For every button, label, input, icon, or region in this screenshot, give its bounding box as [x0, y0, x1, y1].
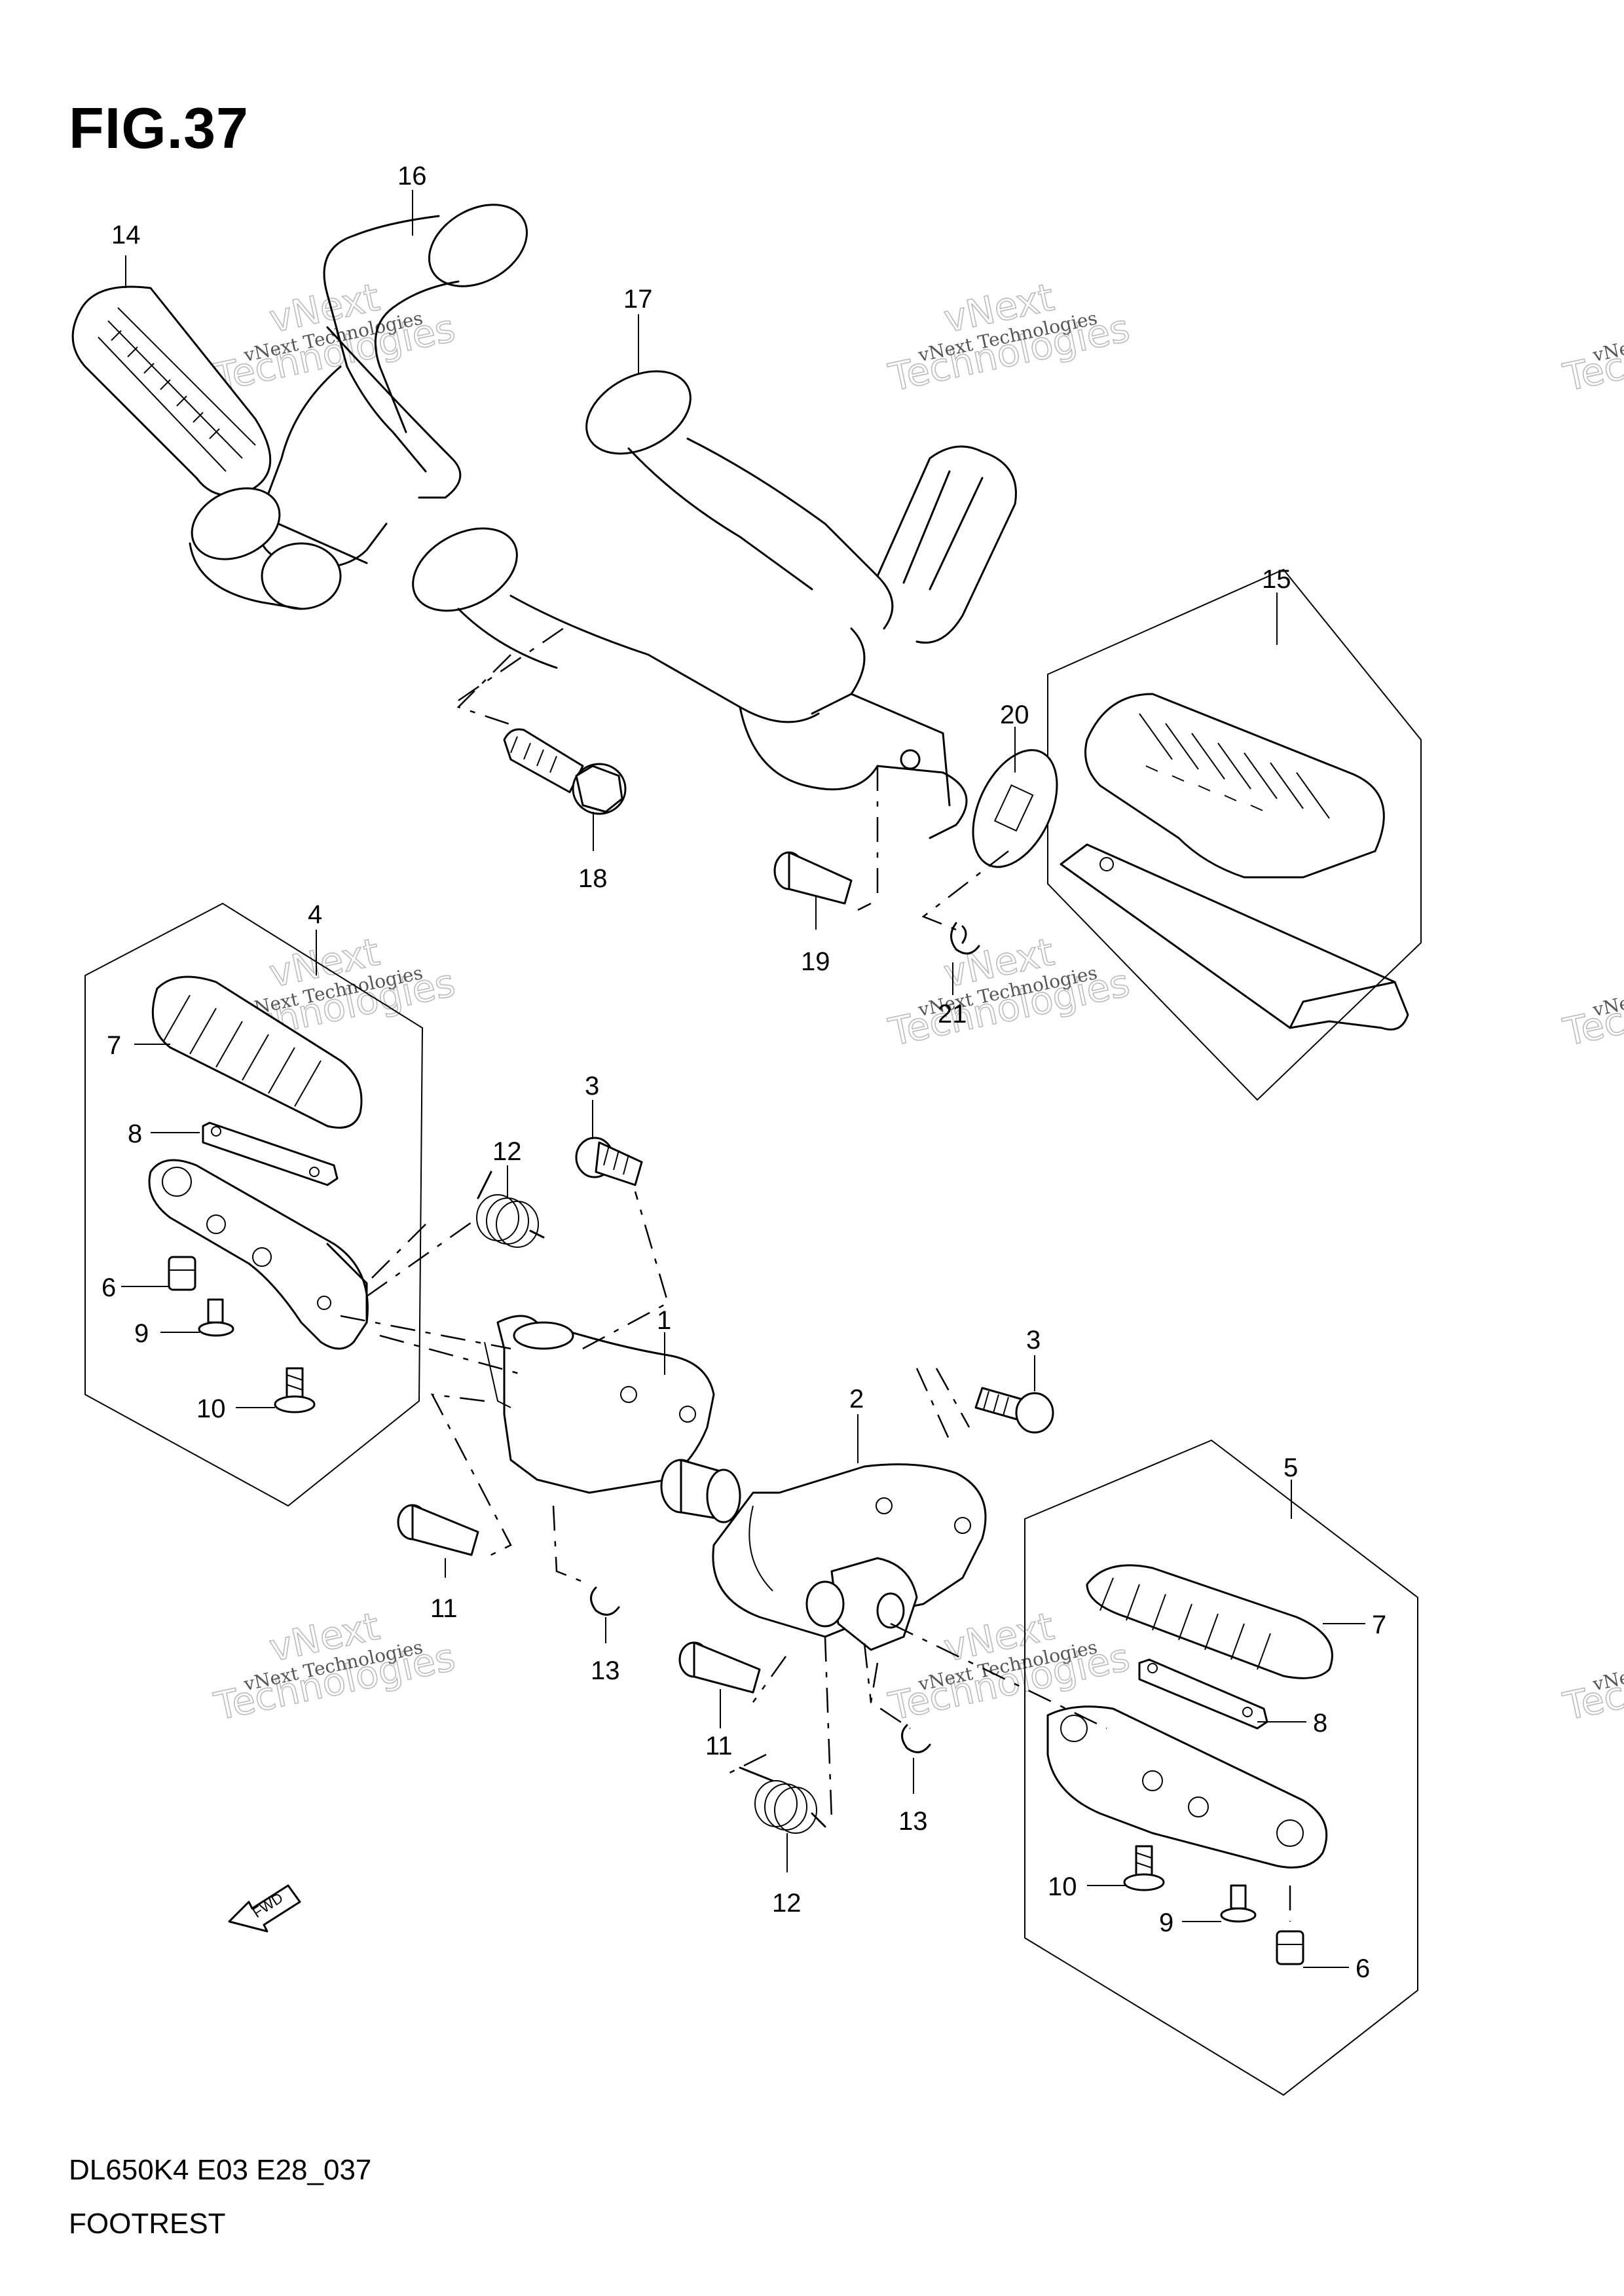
svg-text:vNext Technologies: vNext Technologies	[1591, 307, 1624, 366]
part-13-clip-right	[901, 1724, 931, 1753]
figure-title: FIG.37	[69, 96, 249, 160]
callout-1: 1	[657, 1306, 671, 1335]
callout-7b: 7	[1372, 1611, 1386, 1639]
part-20-washer	[972, 749, 1058, 868]
callout-9: 9	[134, 1319, 149, 1348]
callout-4: 4	[308, 900, 322, 929]
callout-9b: 9	[1159, 1908, 1173, 1937]
callout-17: 17	[623, 285, 653, 314]
svg-text:vNext Technologies: vNext Technologies	[1591, 1636, 1624, 1695]
part-5-footrest-kit	[1024, 1439, 1418, 2096]
part-16-rear-bracket	[189, 204, 528, 610]
part-2-bracket	[712, 1463, 987, 1651]
part-12-spring-lower	[739, 1766, 826, 1834]
callout-2: 2	[849, 1385, 864, 1413]
callout-3b: 3	[1026, 1326, 1041, 1355]
callout-13a: 13	[591, 1656, 620, 1685]
part-11-pin-left	[397, 1504, 479, 1556]
assembly-lines-upper	[456, 627, 1009, 931]
part-13-clip-left	[590, 1586, 620, 1616]
part-17-bracket	[412, 370, 1017, 839]
callout-10: 10	[196, 1394, 226, 1423]
callout-8: 8	[128, 1120, 142, 1148]
watermark: Technologies vNext vNext Technologies	[210, 1603, 459, 1730]
svg-text:vNext Technologies: vNext Technologies	[1591, 962, 1624, 1021]
part-18-bolt	[503, 728, 627, 815]
watermark: Technologies vNext vNext Technologies	[884, 274, 1134, 401]
part-3-bolt-right	[974, 1387, 1054, 1434]
callout-13b: 13	[898, 1807, 928, 1836]
callout-21: 21	[938, 1000, 967, 1029]
watermark: Technologies vNext Technologies	[1559, 960, 1624, 1055]
callout-18: 18	[578, 864, 608, 893]
section-name: FOOTREST	[69, 2208, 226, 2240]
part-21-clip	[950, 922, 980, 955]
callout-12a: 12	[492, 1137, 522, 1166]
callout-19: 19	[801, 947, 830, 976]
callout-12b: 12	[772, 1889, 802, 1918]
callout-14: 14	[111, 221, 141, 249]
callouts: 14 16 17 15 20 18 19 21 4 7 8 6 9 10 3 1…	[101, 162, 1386, 1983]
callout-8b: 8	[1313, 1709, 1327, 1738]
callout-5: 5	[1283, 1453, 1298, 1482]
callout-16: 16	[397, 162, 427, 191]
part-14-rubber	[71, 285, 272, 497]
callout-3a: 3	[585, 1072, 599, 1101]
model-code: DL650K4 E03 E28_037	[69, 2154, 372, 2186]
callout-11b: 11	[705, 1732, 733, 1760]
assembly-lines-lower	[340, 1191, 1291, 1922]
watermark: Technologies vNext vNext Technologies	[884, 929, 1134, 1055]
callout-10b: 10	[1048, 1872, 1077, 1901]
part-4-footrest-kit	[84, 902, 424, 1507]
callout-20: 20	[1000, 701, 1029, 729]
part-15-footrest-kit	[1047, 568, 1422, 1101]
callout-6b: 6	[1356, 1954, 1370, 1983]
callout-15: 15	[1262, 565, 1291, 594]
part-11-pin-right	[678, 1641, 761, 1694]
fwd-arrow: FWD	[228, 1884, 301, 1933]
part-19-pin	[773, 851, 853, 905]
part-1-bracket	[484, 1315, 741, 1523]
part-12-spring-upper	[476, 1171, 545, 1248]
watermark: Technologies vNext Technologies	[1559, 1634, 1624, 1730]
part-3-bolt-upper	[575, 1137, 643, 1186]
callout-6: 6	[101, 1273, 116, 1302]
watermark: Technologies vNext Technologies	[1559, 305, 1624, 401]
callout-11a: 11	[430, 1594, 458, 1623]
callout-7: 7	[107, 1031, 121, 1060]
part-6-nut	[168, 1256, 196, 1291]
